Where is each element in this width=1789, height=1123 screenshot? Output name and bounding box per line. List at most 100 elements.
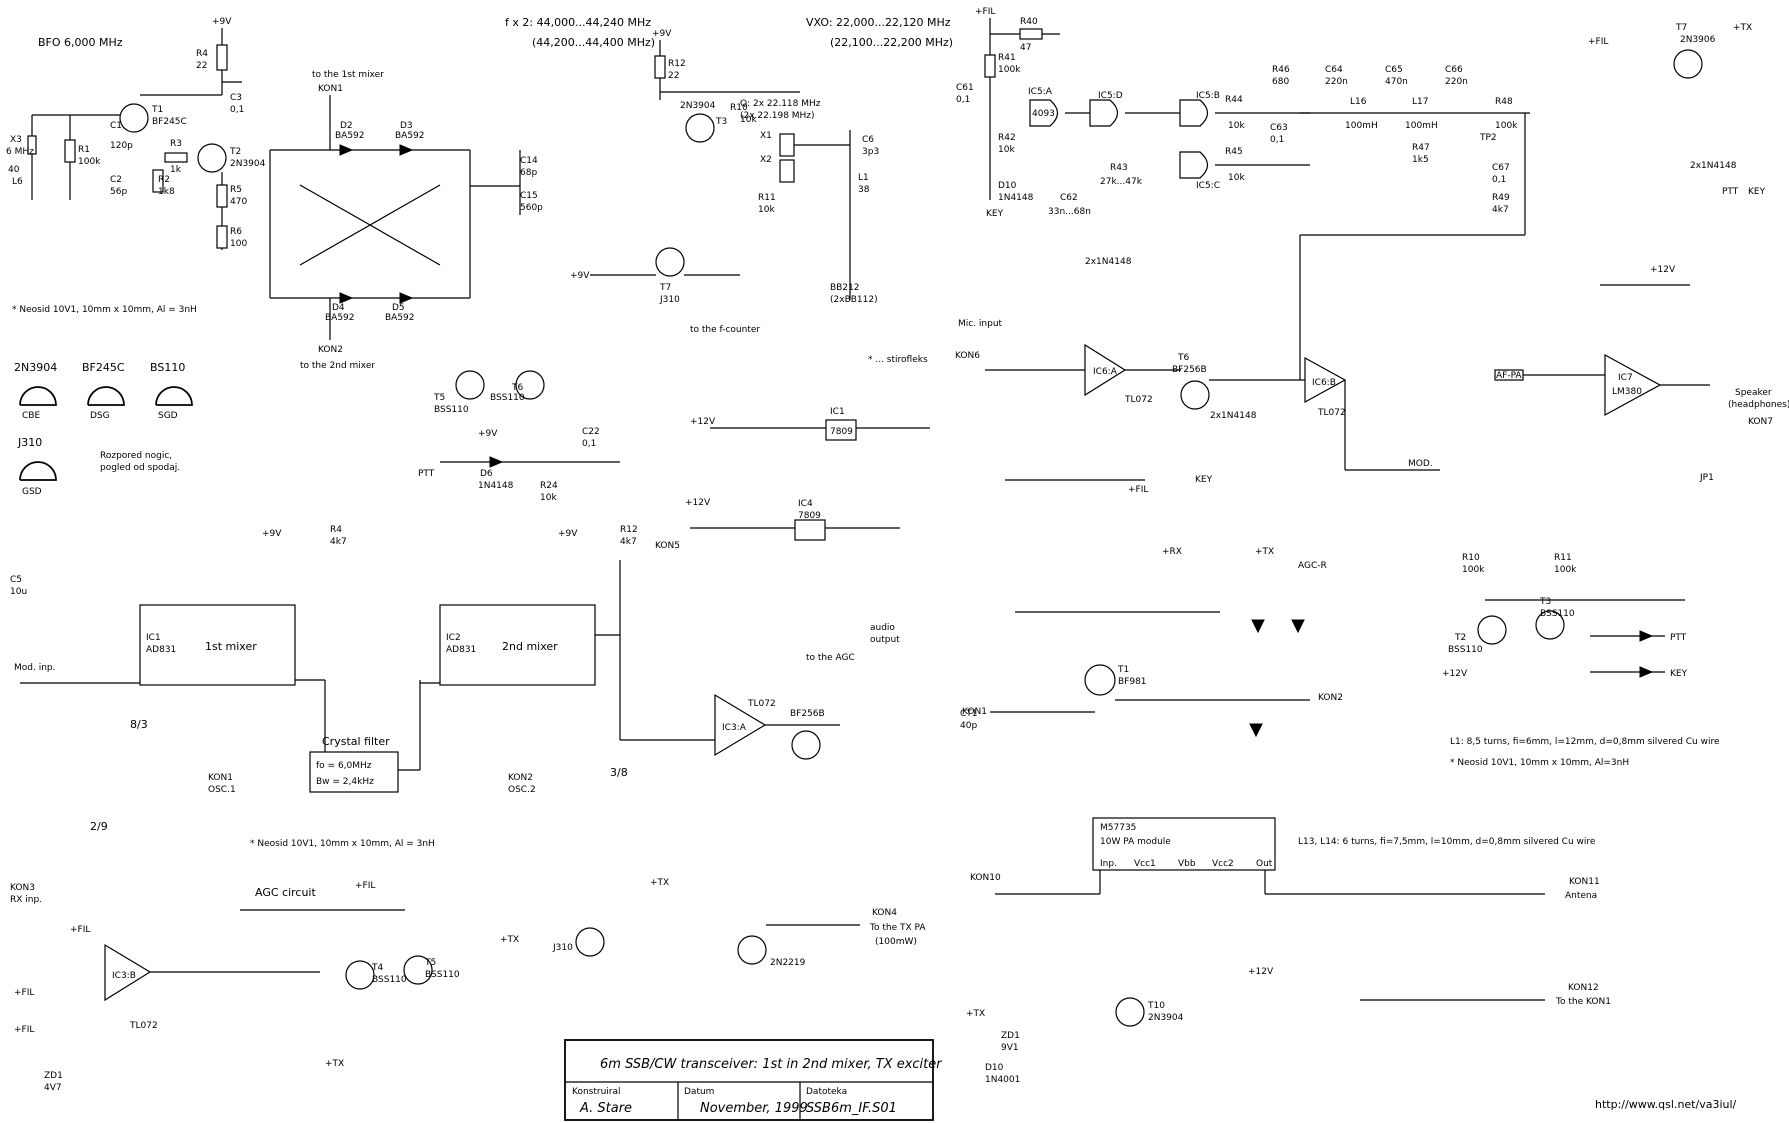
svg-text:100k: 100k [1462,565,1485,575]
nand-gate-ic5c [1179,151,1209,179]
svg-text:+FIL: +FIL [14,1025,34,1035]
vxo-section: f x 2: 44,000...44,240 MHz (44,200...44,… [505,16,953,441]
svg-text:D4: D4 [332,303,345,313]
r6-label: R6 [230,227,242,237]
svg-text:ZD1: ZD1 [44,1071,63,1081]
svg-text:+9V: +9V [558,529,578,539]
svg-text:+TX: +TX [1255,547,1274,557]
key-label-mic: KEY [1195,475,1213,485]
c2-label: C2 [110,175,122,185]
svg-text:C22: C22 [582,427,600,437]
d15d16-label: 2x1N4148 [1690,161,1737,171]
t5-type: BSS110 [425,970,460,980]
resistor-r41 [984,54,996,78]
ic4-type: 7809 [798,511,821,521]
svg-text:BA592: BA592 [335,131,365,141]
mic-input-label: Mic. input [958,319,1003,329]
resistor-r3 [164,152,188,163]
c2-value: 56p [110,187,127,197]
r3-label: R3 [170,139,182,149]
r2-value: 1k8 [158,187,175,197]
svg-text:R10: R10 [730,103,748,113]
svg-text:R12: R12 [620,525,638,535]
pinout-legend: 2N3904 BF245C BS110 CBE DSG SGD J310 GSD… [14,361,193,497]
nand-gate-ic5b [1179,99,1209,127]
ic2-type: AD831 [446,645,476,655]
ic1-7809-label: IC1 [830,407,845,417]
pa-vcc1: Vcc1 [1134,859,1156,869]
svg-text:+FIL: +FIL [1588,37,1608,47]
svg-text:+TX: +TX [325,1059,344,1069]
r43-label: R43 [1110,163,1128,173]
pa-vcc2: Vcc2 [1212,859,1234,869]
transistor-t3 [685,113,715,143]
key-label-af: KEY [1748,187,1766,197]
svg-text:+TX: +TX [966,1009,985,1019]
c15-value: 560p [520,203,543,213]
svg-text:X1: X1 [760,131,772,141]
x3-label: X3 [10,135,22,145]
zd1-br-v: 9V1 [1001,1043,1019,1053]
transistor-t2-tx [575,927,605,957]
r12-value: 22 [668,71,679,81]
kon6-label: KON6 [955,351,980,361]
svg-text:T3: T3 [1539,597,1551,607]
svg-text:220n: 220n [1445,77,1468,87]
nand-gate-ic5a [1029,99,1059,127]
to-tx-pa-label: To the TX PA [869,923,926,933]
c15-label: C15 [520,191,538,201]
svg-text:+9V: +9V [652,29,672,39]
rx-inp-label: RX inp. [10,895,42,905]
transistor-t10 [1115,997,1145,1027]
r41-value: 100k [998,65,1021,75]
opamp-ic6b [1304,356,1347,404]
r41-label: R41 [998,53,1016,63]
svg-text:D5: D5 [392,303,405,313]
transistor-t7 [655,247,685,277]
svg-text:+9V: +9V [478,429,498,439]
kon4-label: KON4 [872,908,897,918]
l6-label: L6 [12,177,23,187]
osc2-label: OSC.2 [508,785,536,795]
key-label-br: KEY [1670,669,1688,679]
transistor-t3-tx [737,935,767,965]
kon12-label: KON12 [1568,983,1599,993]
r49-label: R49 [1492,193,1510,203]
svg-text:C66: C66 [1445,65,1463,75]
r11-value: 10k [758,205,775,215]
svg-text:R10: R10 [1462,553,1480,563]
r1-value: 100k [78,157,101,167]
resistor-r2 [152,169,164,193]
r3-value: 1k [170,165,182,175]
forty-label: 40 [8,165,20,175]
r6-value: 100 [230,239,247,249]
audio-amp-ic7 [1604,353,1662,417]
c1-value: 120p [110,141,133,151]
freq-mult2-label: (44,200...44,400 MHz) [532,36,655,49]
transistor-t6-mic [1180,380,1210,410]
q-label2: (2x 22.198 MHz) [740,111,815,121]
ptt-label-br: PTT [1670,633,1687,643]
svg-text:0,1: 0,1 [582,439,596,449]
konstruiral-value: A. Stare [579,1101,632,1116]
pa-section: M57735 10W PA module Inp. Vcc1 Vbb Vcc2 … [966,817,1737,1111]
kon11-label: KON11 [1569,877,1600,887]
pa-vbb: Vbb [1178,859,1196,869]
gsd-label: GSD [22,487,42,497]
svg-text:+FIL: +FIL [14,988,34,998]
svg-text:+FIL: +FIL [975,7,995,17]
t1-rx-type: BF981 [1118,677,1147,687]
d12-d11-label: 2x1N4148 [1085,257,1132,267]
pinout-2n3904: 2N3904 [14,361,57,374]
c3-label: C3 [230,93,242,103]
t7-value: J310 [659,295,680,305]
rozpored-label: Rozpored nogic, [100,451,172,461]
key-label-top: KEY [986,209,1004,219]
q-label: Q: 2x 22.118 MHz [740,99,821,109]
svg-text:4k7: 4k7 [330,537,347,547]
ratio2-label: 2/9 [90,820,108,833]
first-mixer-label: 1st mixer [205,640,257,653]
svg-text:+9V: +9V [570,271,590,281]
title-block-frame [564,1039,934,1121]
svg-text:10u: 10u [10,587,27,597]
